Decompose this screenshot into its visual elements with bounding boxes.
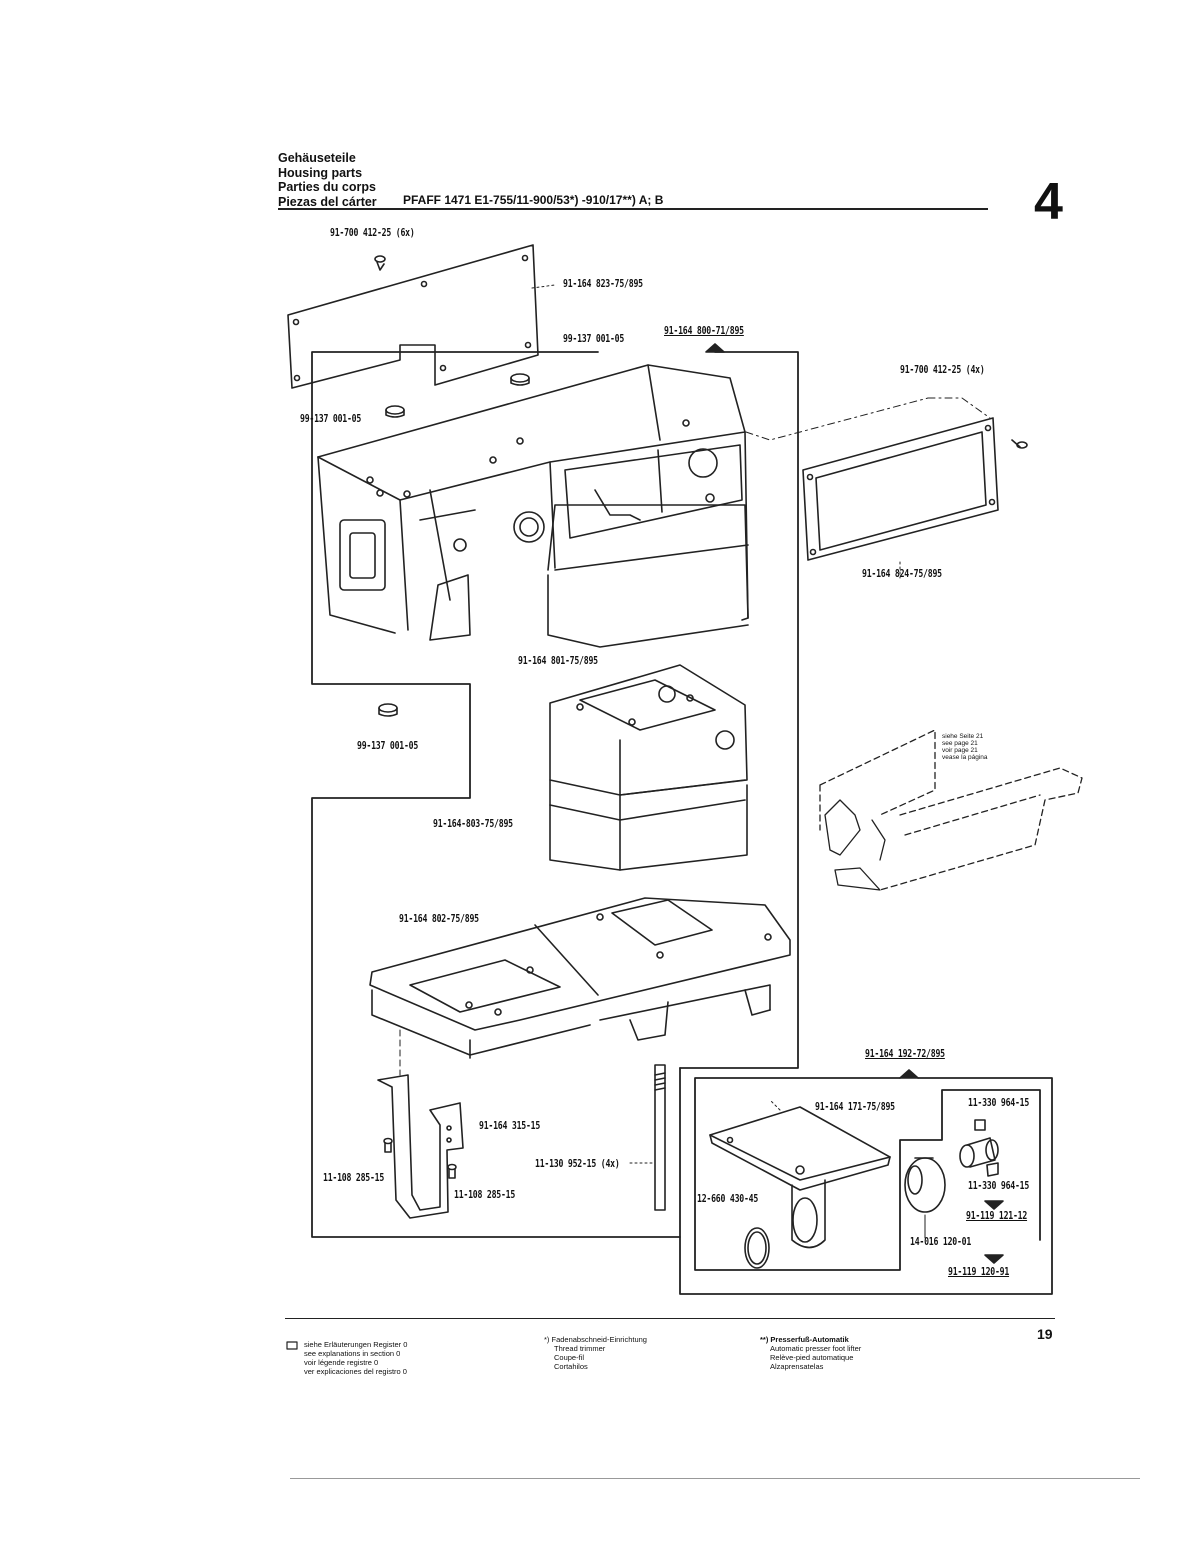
part-label-side-cover: 91-164 824-75/895 [862, 568, 942, 580]
footnote-box-fr: voir légende registre 0 [304, 1358, 379, 1367]
footnote-box-en: see explanations in section 0 [304, 1349, 401, 1358]
footnote-trimmer-es: Cortahilos [554, 1362, 588, 1371]
header-rule [278, 208, 988, 210]
assembly-frame [311, 351, 799, 1238]
footnote-lifter-es: Alzaprensatelas [770, 1362, 824, 1371]
lifter-plate-drawing [709, 1106, 891, 1249]
part-label-upper-cover: 91-164 801-75/895 [518, 655, 598, 667]
part-label-housing-assy: 91-164 800-71/895 [664, 325, 744, 337]
part-label-bearing: 14-016 120-01 [910, 1236, 972, 1248]
part-label-middle-cover: 91-164-803-75/895 [433, 818, 513, 830]
box-symbol [286, 1341, 298, 1350]
lifter-inset-frame [679, 1067, 1053, 1295]
marker-bushing [984, 1200, 1004, 1210]
part-label-screw-6x: 91-700 412-25 (6x) [330, 227, 415, 239]
part-label-screw-4x: 91-700 412-25 (4x) [900, 364, 985, 376]
part-label-base-plate: 91-164 802-75/895 [399, 913, 479, 925]
assy-marker-top [705, 343, 725, 353]
footnote-box-de: siehe Erläuterungen Register 0 [304, 1340, 408, 1349]
page-number: 19 [1037, 1326, 1053, 1342]
cover-plate-drawing [287, 244, 539, 389]
assy-marker-lifter [899, 1069, 919, 1079]
footnote-presser-lifter: **) Presserfuß-Automatik Automatic press… [760, 1335, 861, 1371]
stud-drawing [654, 1064, 666, 1211]
see-page-fr: voir page 21 [942, 747, 978, 754]
see-page-es: vease la página [942, 754, 988, 761]
footnote-lifter-de: **) Presserfuß-Automatik [760, 1335, 849, 1344]
footnote-thread-trimmer: *) Fadenabschneid-Einrichtung Thread tri… [544, 1335, 647, 1371]
plug-drawings [378, 373, 530, 717]
see-page-note: siehe Seite 21 see page 21 voir page 21 … [942, 733, 988, 761]
footnote-box-es: ver explicaciones del registro 0 [304, 1367, 407, 1376]
ring-drawing [744, 1227, 770, 1269]
part-label-screw-left: 11-108 285-15 [323, 1172, 385, 1184]
part-label-lifter-plate: 91-164 171-75/895 [815, 1101, 895, 1113]
part-label-screw-right: 11-108 285-15 [454, 1189, 516, 1201]
part-label-cover-plate: 91-164 823-75/895 [563, 278, 643, 290]
housing-drawing [317, 364, 749, 641]
footer-rule [285, 1318, 1055, 1319]
title-en: Housing parts [278, 165, 363, 180]
part-label-set-screw-a: 11-330 964-15 [968, 1097, 1030, 1109]
screw-top-drawing [374, 255, 386, 271]
title-es: Piezas del cárter [278, 194, 377, 209]
trimmer-parts-drawing [824, 799, 886, 891]
part-label-plug-bottom: 99-137 001-05 [357, 740, 419, 752]
bracket-drawing [377, 1074, 464, 1219]
middle-cover-drawing [549, 664, 748, 871]
part-label-plug-top: 99-137 001-05 [563, 333, 625, 345]
see-page-de: siehe Seite 21 [942, 733, 984, 740]
set-screws-drawing [974, 1119, 999, 1177]
part-label-bearing-assy: 91-119 120-91 [948, 1266, 1010, 1278]
part-label-bushing: 91-119 121-12 [966, 1210, 1028, 1222]
title-de: Gehäuseteile [278, 151, 356, 165]
title-fr: Parties du corps [278, 180, 376, 194]
footnote-box: siehe Erläuterungen Register 0 see expla… [304, 1340, 407, 1376]
part-label-set-screw-b: 11-330 964-15 [968, 1180, 1030, 1192]
part-label-bracket: 91-164 315-15 [479, 1120, 541, 1132]
section-number: 4 [1034, 173, 1063, 231]
side-cover-drawing [802, 417, 999, 561]
footnote-trimmer-fr: Coupe-fil [554, 1353, 585, 1362]
upper-cover-drawing [547, 504, 749, 648]
footnote-trimmer-en: Thread trimmer [554, 1344, 606, 1353]
trimmer-outline-drawing [819, 729, 1083, 891]
part-label-plug-left: 99-137 001-05 [300, 413, 362, 425]
bottom-scan-line [290, 1478, 1140, 1479]
screw-right-drawing [1011, 439, 1028, 449]
part-label-lifter-assy: 91-164 192-72/895 [865, 1048, 945, 1060]
marker-bearing-assy [984, 1254, 1004, 1264]
footnote-lifter-fr: Relève-pied automatique [770, 1353, 854, 1362]
part-label-stud: 11-130 952-15 (4x) [535, 1158, 620, 1170]
header-titles: Gehäuseteile Housing parts Parties du co… [278, 151, 377, 209]
see-page-en: see page 21 [942, 740, 978, 747]
bushing-drawing [959, 1137, 999, 1168]
bracket-screws-drawing [383, 1137, 457, 1179]
footnote-lifter-en: Automatic presser foot lifter [770, 1344, 862, 1353]
part-label-ring: 12-660 430-45 [697, 1193, 759, 1205]
footnote-trimmer-de: *) Fadenabschneid-Einrichtung [544, 1335, 647, 1344]
bearing-drawing [904, 1157, 946, 1213]
base-plate-drawing [369, 897, 791, 1059]
model-designation: PFAFF 1471 E1-755/11-900/53*) -910/17**)… [403, 193, 664, 207]
